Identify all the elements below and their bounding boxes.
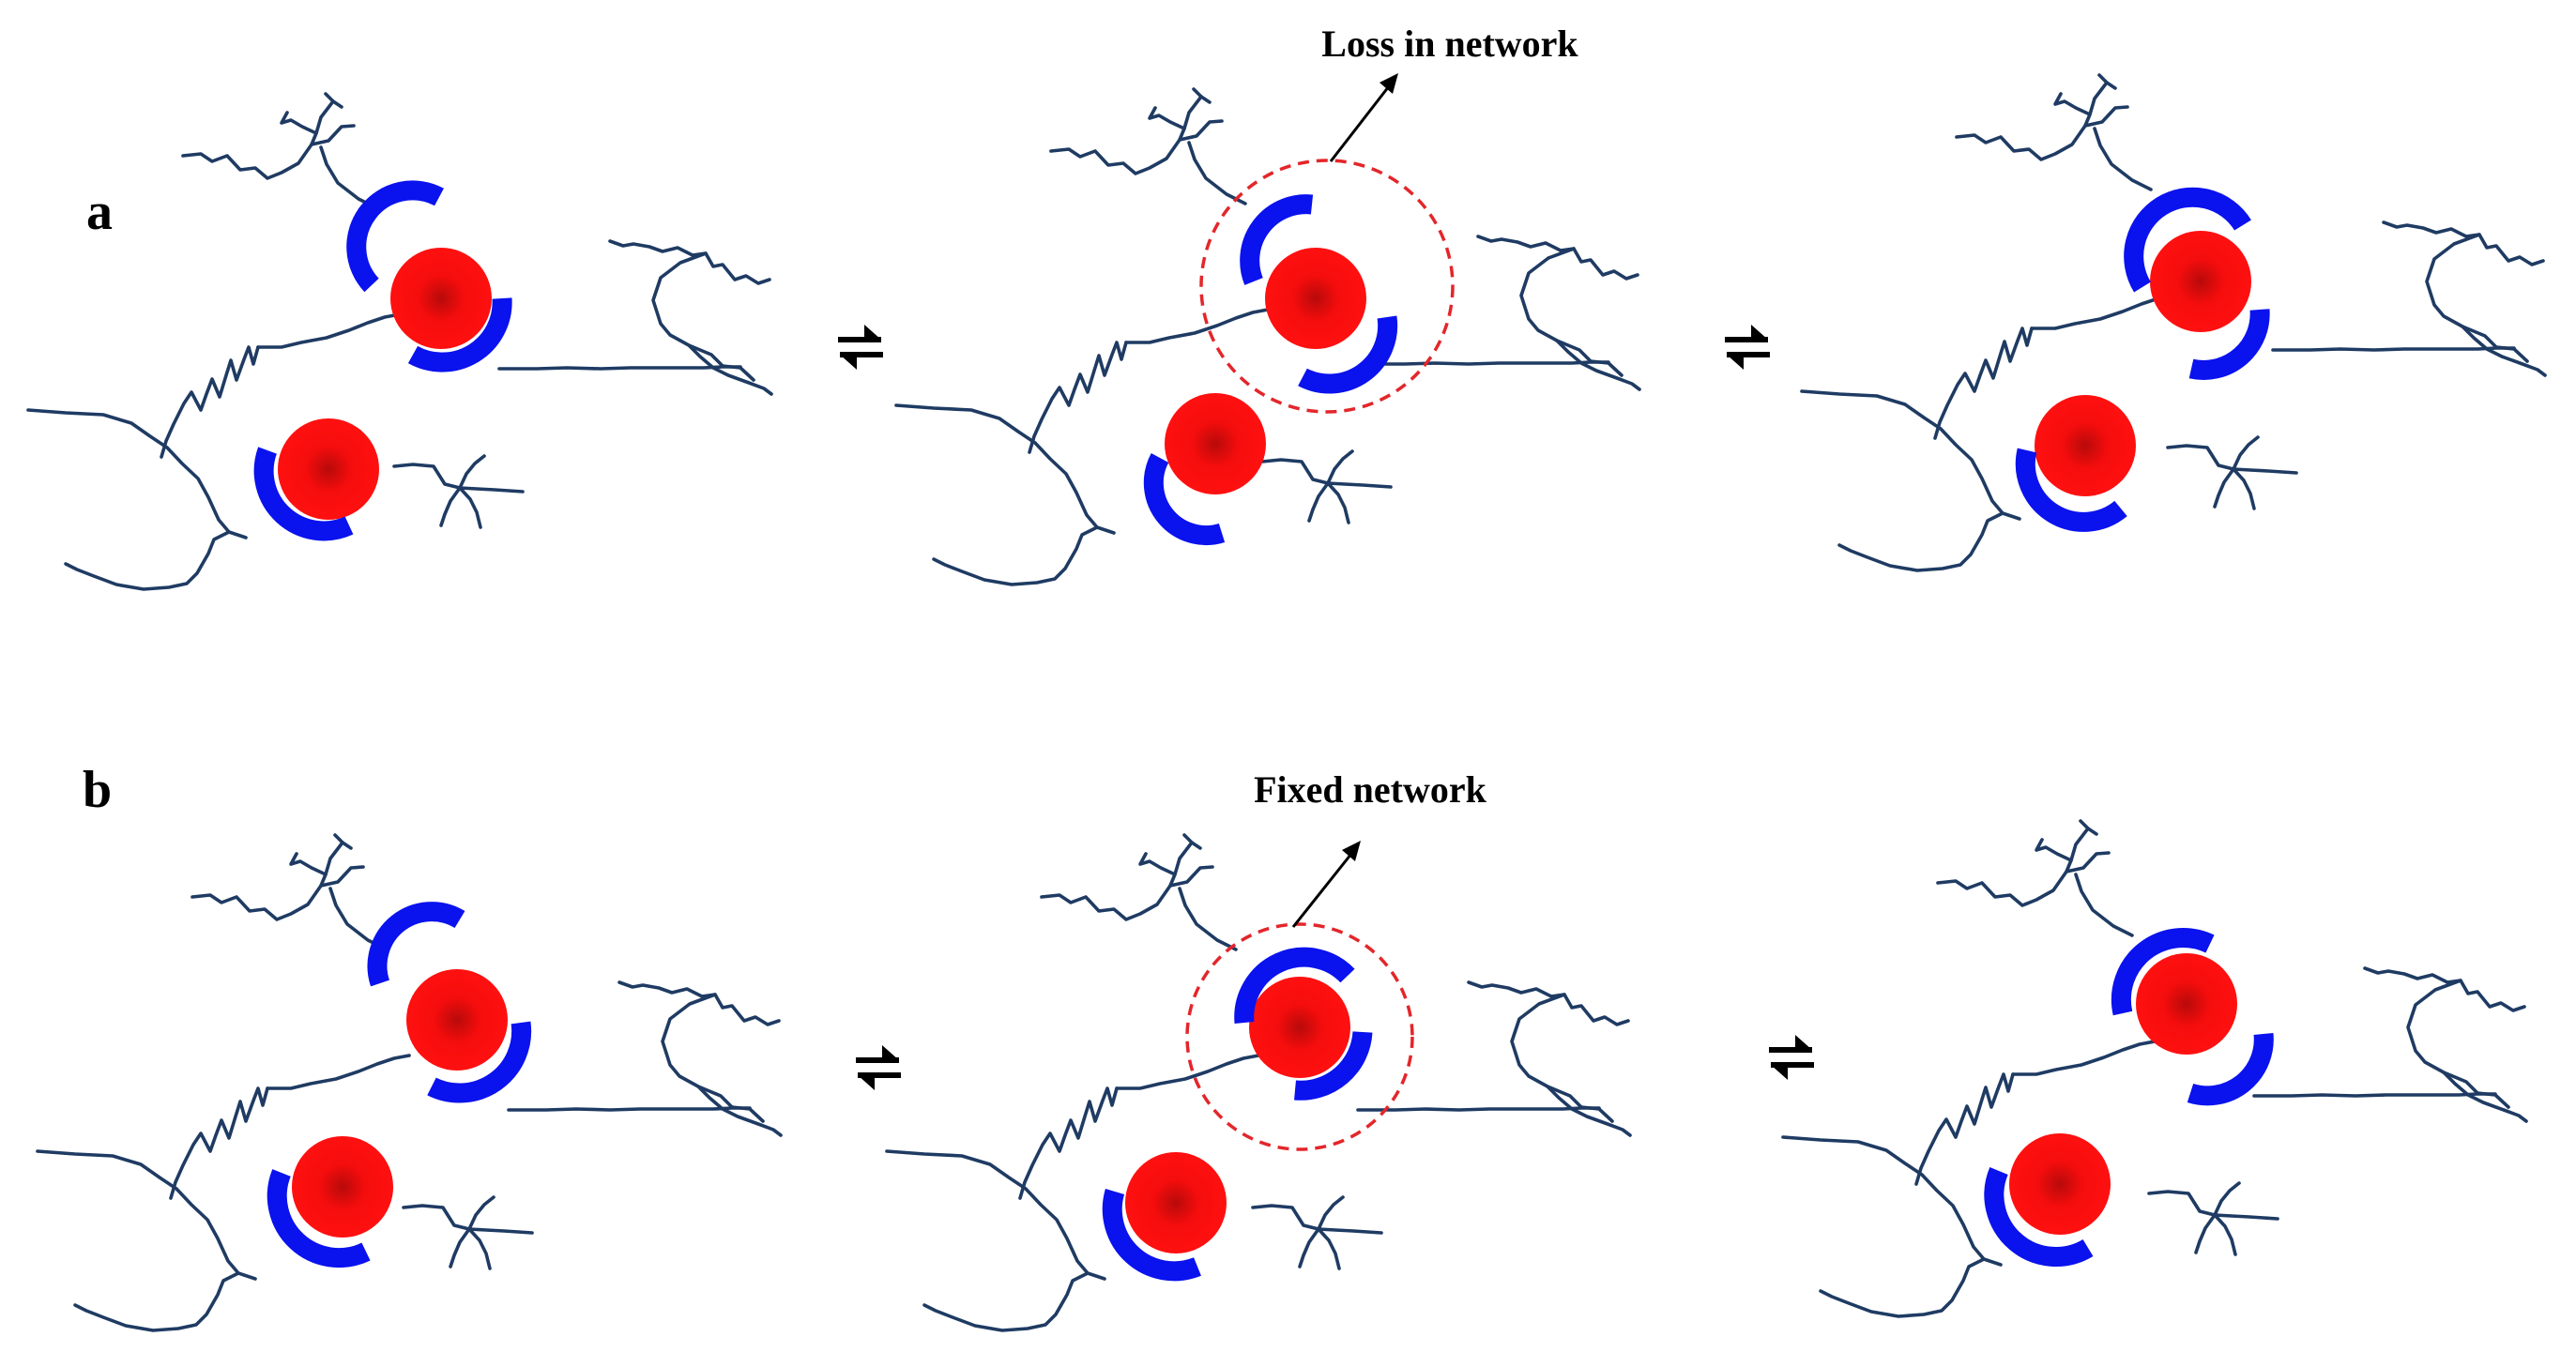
equilibrium-icon: [1769, 1035, 1814, 1080]
fixed-network-label: Fixed network: [1254, 768, 1487, 811]
binding-cap-bound: [1234, 947, 1355, 1024]
pointer-arrow-icon: [1329, 85, 1391, 162]
particle: [406, 969, 508, 1071]
loss-in-network-label: Loss in network: [1321, 23, 1578, 65]
particle: [1249, 977, 1350, 1078]
panel-b-state-2: Fixed network: [885, 768, 1632, 1332]
binding-cap-bound: [1294, 1030, 1373, 1101]
fixed-highlight-circle: [1185, 922, 1414, 1151]
binding-cap-detached: [346, 180, 444, 293]
particle: [390, 248, 492, 349]
panel-a-label: a: [86, 183, 113, 241]
binding-cap-detached: [2187, 1032, 2274, 1106]
binding-cap-bound: [2111, 928, 2215, 1016]
binding-cap-bound: [253, 447, 354, 541]
panel-b-state-3: [1781, 819, 2528, 1318]
binding-cap-bound: [2015, 448, 2127, 532]
panel-a-state-3: [1800, 73, 2547, 572]
panel-b: b Fixed network: [36, 761, 2528, 1332]
binding-cap-bound: [2124, 187, 2251, 293]
binding-cap-detached: [1240, 194, 1314, 285]
panel-a-state-1: [26, 92, 773, 591]
particle: [292, 1136, 393, 1238]
binding-cap-bound: [407, 297, 512, 372]
panel-b-state-1: [36, 833, 783, 1332]
binding-cap-bound: [267, 1169, 371, 1268]
particle: [2009, 1133, 2111, 1235]
binding-cap-detached: [367, 902, 465, 987]
particle: [1165, 393, 1266, 494]
binding-cap-bound: [1984, 1166, 2094, 1267]
particle: [1125, 1152, 1227, 1253]
panel-a: a Loss in network: [26, 23, 2547, 591]
binding-cap-detached: [1298, 315, 1398, 394]
equilibrium-icon: [1725, 325, 1770, 370]
binding-cap-detached: [2188, 309, 2270, 380]
particle: [2035, 395, 2136, 496]
panel-a-state-2: Loss in network: [894, 23, 1641, 586]
binding-cap-detached: [1143, 453, 1226, 546]
particle: [278, 418, 379, 520]
particle: [2150, 231, 2251, 332]
equilibrium-icon: [838, 325, 883, 370]
binding-cap-bound: [427, 1021, 532, 1103]
particle: [2136, 953, 2237, 1055]
equilibrium-icon: [856, 1045, 901, 1090]
binding-cap-bound: [1102, 1189, 1201, 1282]
particle: [1265, 248, 1366, 349]
loss-highlight-circle: [1199, 159, 1455, 414]
pointer-arrow-icon: [1291, 853, 1353, 928]
panel-b-label: b: [83, 761, 112, 819]
